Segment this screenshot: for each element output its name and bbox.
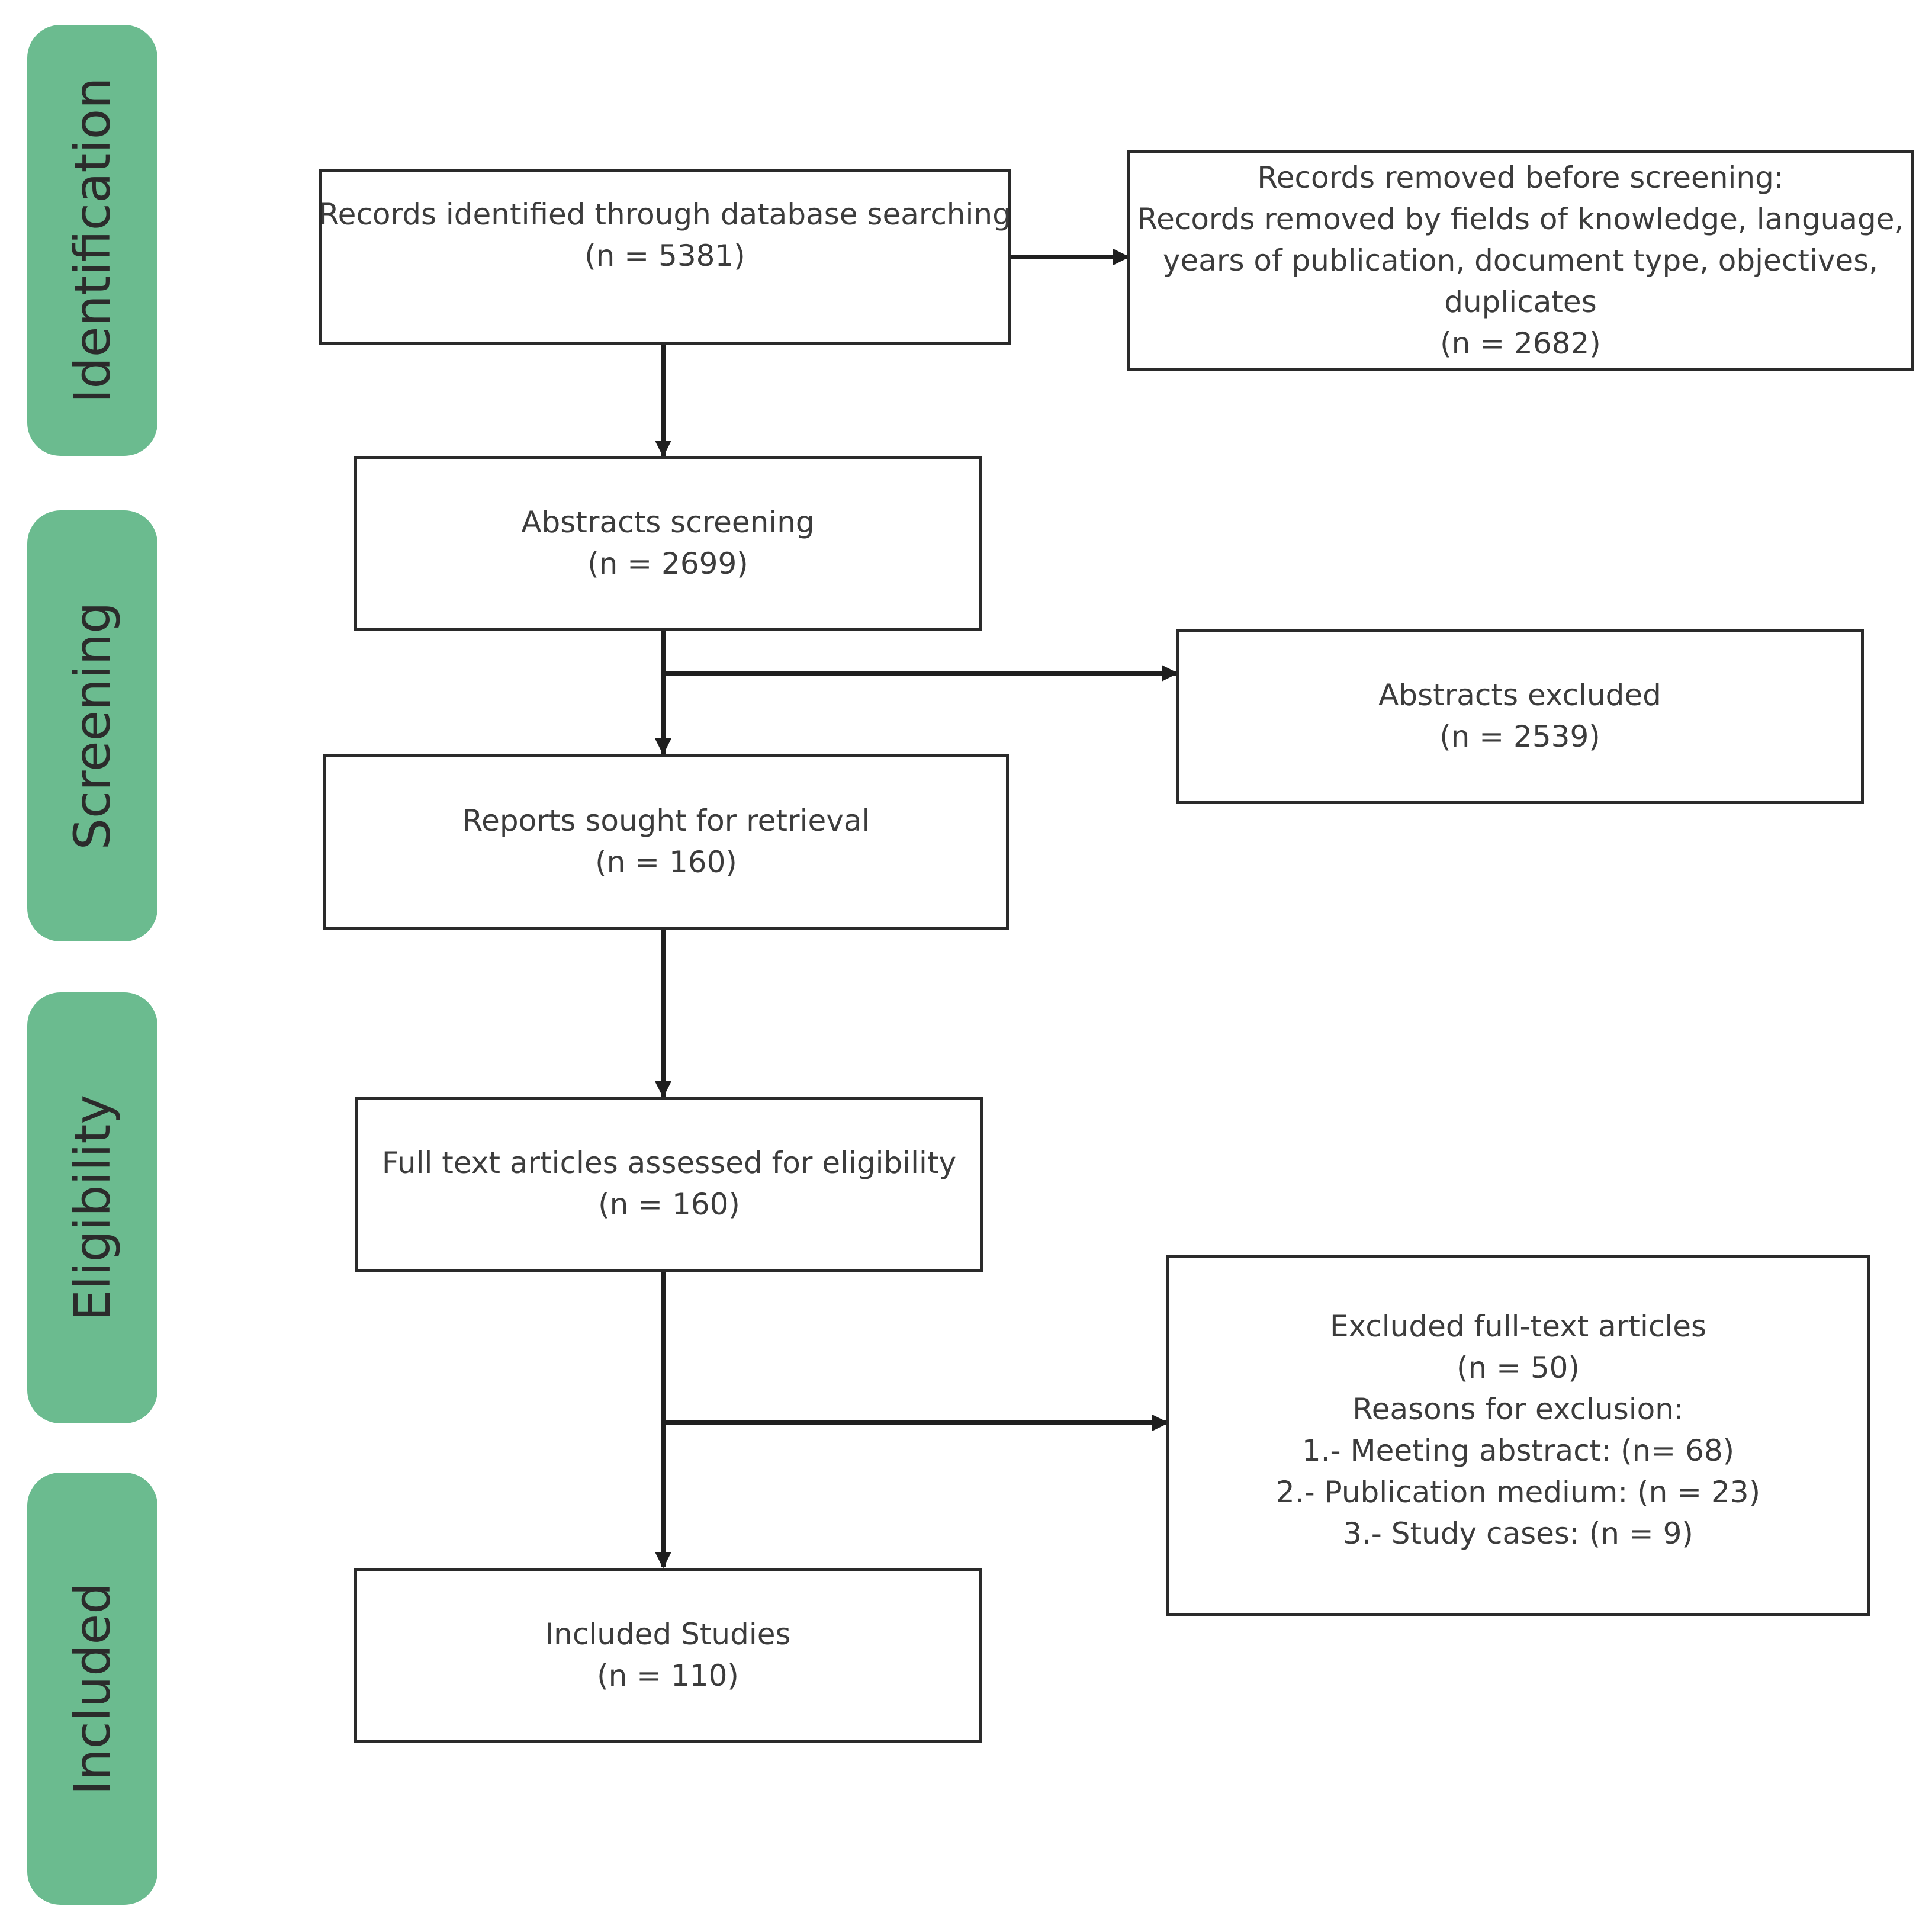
- box-count: (n = 2682): [1440, 326, 1601, 361]
- stage-included: Included: [27, 1473, 157, 1905]
- box-title: Abstracts excluded: [1378, 678, 1661, 712]
- included-studies-box: Included Studies (n = 110): [354, 1568, 982, 1743]
- stage-identification: Identification: [27, 25, 157, 456]
- box-title: Records removed before screening:: [1257, 160, 1784, 195]
- box-title: Records identified through database sear…: [319, 197, 1011, 232]
- box-count: (n = 5381): [584, 239, 745, 273]
- excluded-full-text-box: Excluded full-text articles (n = 50) Rea…: [1166, 1255, 1870, 1616]
- box-title: Included Studies: [545, 1617, 791, 1651]
- reason-item: 2.- Publication medium: (n = 23): [1275, 1475, 1761, 1509]
- reason-item: 3.- Study cases: (n = 9): [1343, 1516, 1693, 1551]
- box-title: Reports sought for retrieval: [462, 803, 870, 838]
- stage-eligibility: Eligibility: [27, 992, 157, 1423]
- abstracts-excluded-box: Abstracts excluded (n = 2539): [1176, 629, 1864, 804]
- box-title: Full text articles assessed for eligibil…: [381, 1146, 957, 1180]
- reason-item: 1.- Meeting abstract: (n= 68): [1301, 1433, 1735, 1468]
- abstracts-screening-box: Abstracts screening (n = 2699): [354, 456, 982, 631]
- box-count: (n = 110): [597, 1658, 739, 1693]
- box-count: (n = 160): [598, 1187, 740, 1222]
- box-title: Excluded full-text articles: [1329, 1309, 1707, 1343]
- box-count: (n = 160): [595, 845, 737, 879]
- records-identified-box: Records identified through database sear…: [319, 169, 1011, 345]
- full-text-assessed-box: Full text articles assessed for eligibil…: [355, 1097, 983, 1272]
- reasons-heading: Reasons for exclusion:: [1352, 1392, 1684, 1426]
- stage-screening: Screening: [27, 510, 157, 941]
- box-count: (n = 2699): [587, 547, 748, 581]
- box-count: (n = 50): [1456, 1351, 1580, 1385]
- box-detail: years of publication, document type, obj…: [1162, 243, 1879, 278]
- reports-sought-box: Reports sought for retrieval (n = 160): [323, 754, 1009, 930]
- box-detail: duplicates: [1444, 285, 1597, 319]
- box-title: Abstracts screening: [521, 505, 815, 539]
- box-count: (n = 2539): [1439, 719, 1600, 754]
- records-removed-box: Records removed before screening: Record…: [1127, 150, 1914, 371]
- box-detail: Records removed by fields of knowledge, …: [1137, 202, 1904, 236]
